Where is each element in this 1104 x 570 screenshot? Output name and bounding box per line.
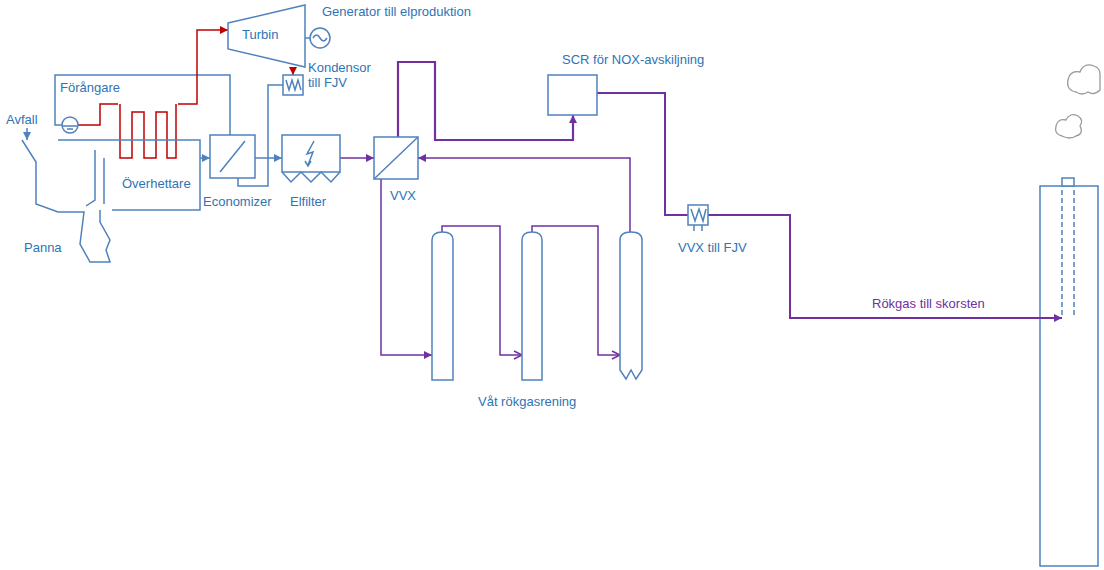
flow-line: [26, 128, 28, 140]
component-label: SCR för NOX-avskiljning: [562, 52, 704, 67]
flue-to-chimney: [708, 215, 1062, 318]
flow-line: [292, 67, 294, 75]
component-label: Våt rökgasrening: [478, 394, 576, 409]
flow-line: [178, 30, 228, 104]
component-label: Förångare: [60, 80, 120, 95]
flow-line: [597, 93, 688, 215]
flow-label: Rökgas till skorsten: [872, 296, 985, 311]
component-label: Panna: [24, 240, 62, 255]
component-label: VVX: [390, 188, 416, 203]
generator-symbol-outline: [310, 28, 330, 48]
flow-line: [418, 158, 630, 232]
economizer-box-outline: [210, 135, 255, 178]
component-label: VVX till FJV: [678, 240, 747, 255]
superheater-coils-outline: [118, 100, 178, 160]
heat-exchanger-small: VVX till FJV: [688, 205, 708, 225]
heat-exchanger-outline: [374, 137, 418, 179]
flow-line: [200, 157, 210, 159]
scr-box-outline: [548, 75, 597, 115]
component-label: Turbin: [242, 27, 278, 42]
steam-drum: Förångare: [62, 117, 78, 133]
component-label: Kondensor till FJV: [308, 60, 374, 90]
electrostatic-filter: Elfilter: [282, 135, 340, 182]
flow-line: [340, 157, 374, 159]
flow-line: [381, 179, 432, 355]
steam-drum-outline: [62, 117, 78, 133]
component-label: Avfall: [6, 112, 38, 127]
turbine-shape: Turbin: [228, 5, 305, 67]
fuel-inlet: Avfall: [6, 112, 40, 128]
flow-line: [55, 75, 230, 135]
superheater-coils: Överhettare: [118, 100, 178, 160]
component-label: Generator till elproduktion: [322, 4, 471, 19]
chimney: [1040, 178, 1098, 566]
economizer-box: Economizer: [210, 135, 255, 178]
generator-symbol: Generator till elproduktion: [310, 28, 330, 48]
condenser-box: Kondensor till FJV: [283, 75, 303, 95]
scr-box: SCR för NOX-avskiljning: [548, 75, 597, 115]
flow-line: [78, 104, 118, 125]
condenser-box-outline: [283, 75, 303, 95]
heat-exchanger: VVX: [374, 137, 418, 179]
scrubber-columns: Våt rökgasrening: [432, 232, 642, 382]
component-label: Överhettare: [122, 176, 191, 191]
boiler-shape: Panna: [18, 140, 200, 270]
component-label: Economizer: [203, 194, 272, 209]
scrubber-columns-outline: [432, 232, 642, 382]
smoke-cloud: [1056, 65, 1100, 138]
flow-line: [398, 62, 573, 140]
electrostatic-filter-outline: [282, 135, 340, 182]
component-label: Elfilter: [290, 194, 326, 209]
heat-exchanger-small-outline: [688, 205, 708, 225]
